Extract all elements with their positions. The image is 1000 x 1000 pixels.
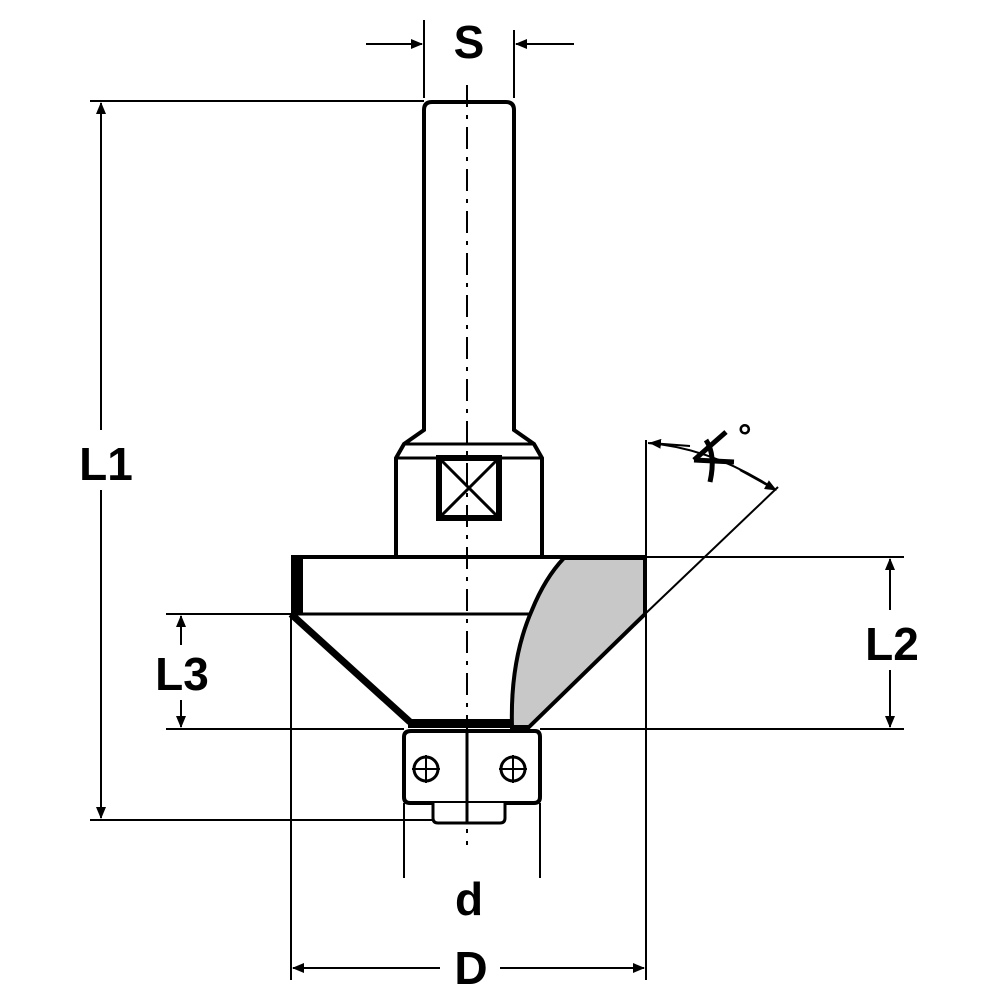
carbide-insert bbox=[509, 556, 647, 729]
label-l2: L2 bbox=[865, 618, 919, 670]
shank bbox=[422, 100, 516, 418]
wrench-flat-mark bbox=[436, 455, 502, 521]
label-l1: L1 bbox=[79, 438, 133, 490]
cutter-left-rim bbox=[291, 557, 303, 614]
dimension-s: S bbox=[366, 16, 574, 98]
dimension-l3: L3 bbox=[155, 613, 404, 730]
cutter-bottom-edge bbox=[408, 719, 510, 728]
dimension-d-small: d bbox=[403, 803, 541, 925]
dimension-l1: L1 bbox=[79, 100, 433, 821]
angle-symbol-icon bbox=[692, 430, 735, 483]
bearing-body bbox=[402, 729, 542, 805]
label-d-large: D bbox=[454, 942, 487, 994]
label-angle-degree: ° bbox=[738, 418, 752, 456]
cutter-left-chamfer bbox=[288, 611, 413, 725]
label-d-small: d bbox=[455, 873, 483, 925]
label-l3: L3 bbox=[155, 648, 209, 700]
dimension-d-large: D bbox=[290, 440, 647, 994]
label-s: S bbox=[454, 16, 485, 68]
bearing-screw-right bbox=[499, 755, 527, 783]
bearing-screw-left bbox=[412, 755, 440, 783]
dimension-l2: L2 bbox=[540, 556, 919, 730]
retaining-screw bbox=[431, 803, 507, 825]
angle-dimension: ° bbox=[644, 418, 779, 615]
